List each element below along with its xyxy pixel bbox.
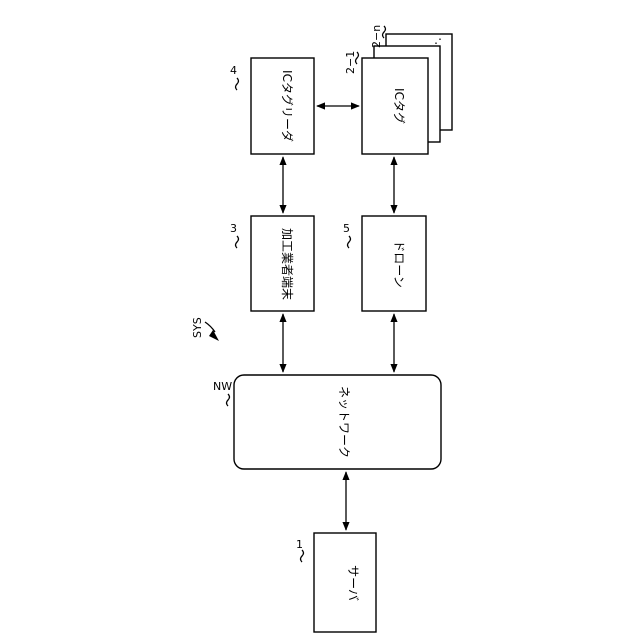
reader-label: ICタグリーダ xyxy=(280,70,295,142)
drone-ref: 5 xyxy=(343,222,350,235)
reader-ref: 4 xyxy=(230,64,237,77)
network-leader xyxy=(227,394,230,406)
drone-label: ドローン xyxy=(392,240,406,287)
reader-leader xyxy=(236,78,239,90)
server-label: サーバ xyxy=(346,565,360,601)
server-leader xyxy=(301,550,304,562)
network-ref: NW xyxy=(213,380,232,393)
system-leader xyxy=(205,322,215,332)
tags-ref-first: 2−1 xyxy=(344,51,357,74)
terminal-label: 加工業者端末 xyxy=(280,228,294,300)
terminal-leader xyxy=(236,236,239,248)
network-label: ネットワーク xyxy=(337,386,351,458)
system-label: SYS xyxy=(191,317,204,338)
drone-leader xyxy=(348,236,351,248)
server-ref: 1 xyxy=(296,538,303,551)
server-box xyxy=(314,533,376,632)
terminal-ref: 3 xyxy=(230,222,237,235)
tags-label: ICタグ xyxy=(392,88,406,124)
tags-ref-last: 2−n xyxy=(370,25,383,48)
